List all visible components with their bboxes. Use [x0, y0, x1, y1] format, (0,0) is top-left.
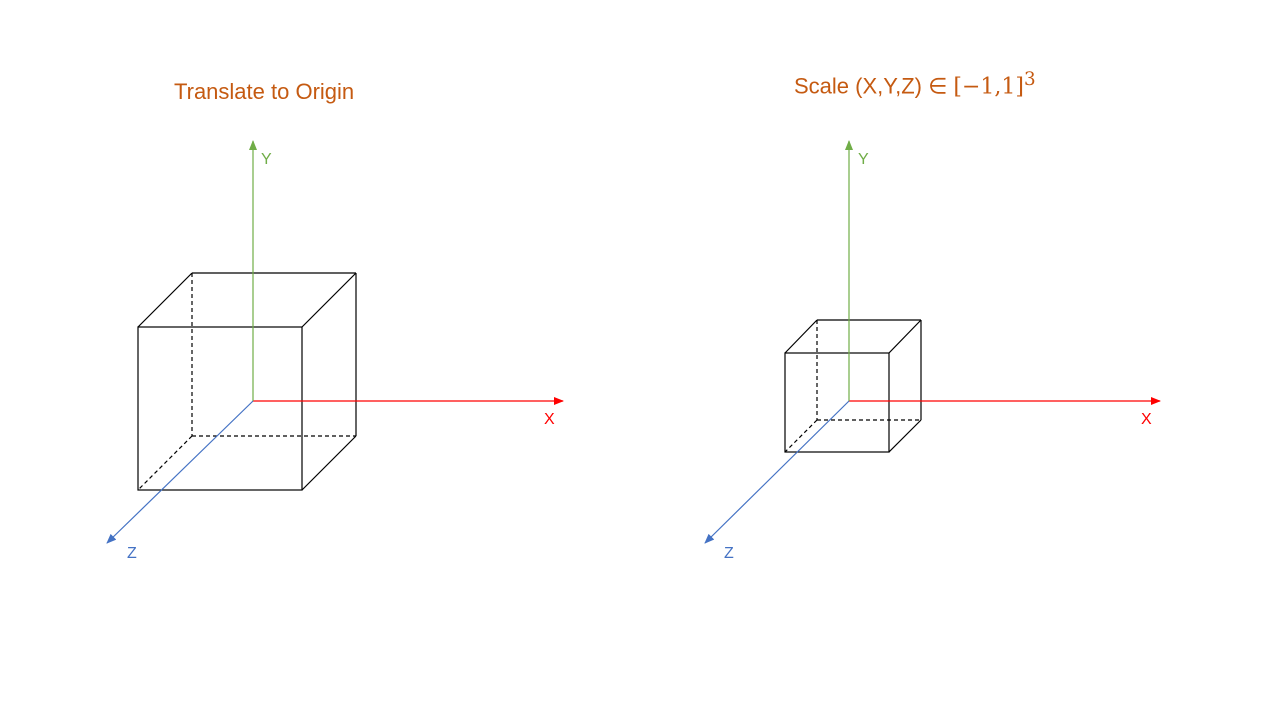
right-z-axis — [704, 400, 850, 544]
left-cube-front-face — [137, 326, 303, 491]
scale-title-range: [−1,1] — [953, 74, 1024, 100]
scale-title-text: Scale (X,Y,Z) ∈ — [794, 73, 954, 99]
right-z-label: Z — [724, 545, 734, 562]
scale-title: Scale (X,Y,Z) ∈ [−1,1]3 — [794, 69, 1036, 100]
translate-to-origin-title: Translate to Origin — [174, 79, 355, 104]
scale-title-exponent: 3 — [1023, 69, 1036, 90]
left-cube-edge — [301, 272, 357, 328]
right-cube-hidden-edge-bottom-side — [784, 419, 818, 453]
left-z-axis — [106, 400, 254, 544]
right-cube-edge — [888, 319, 922, 354]
left-cube — [137, 272, 357, 491]
right-panel — [704, 140, 1161, 544]
right-y-label: Y — [858, 151, 869, 168]
right-cube-edge — [784, 319, 818, 354]
right-cube-edge — [888, 419, 922, 453]
left-y-label: Y — [261, 151, 272, 168]
left-z-label: Z — [127, 545, 137, 562]
right-cube-front-face — [784, 352, 890, 453]
left-cube-edge — [301, 435, 357, 491]
right-cube — [784, 319, 922, 453]
left-cube-edge — [137, 272, 193, 328]
right-x-label: X — [1141, 411, 1152, 428]
left-panel — [106, 140, 564, 544]
left-cube-hidden-edge-bottom-side — [137, 435, 193, 491]
left-x-label: X — [544, 411, 555, 428]
